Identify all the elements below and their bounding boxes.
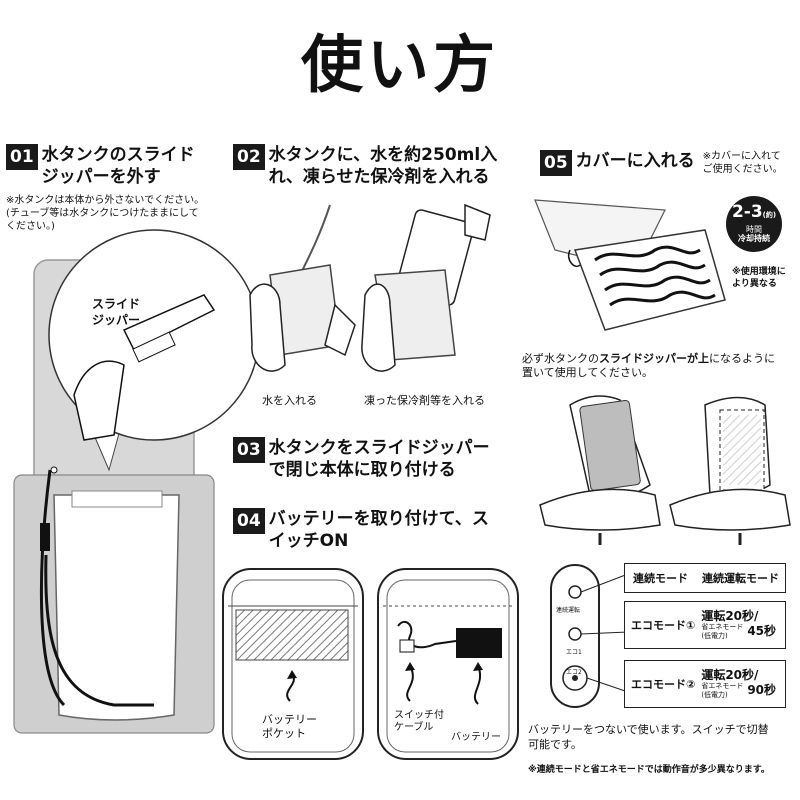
remote-label-continuous: 連続運転 xyxy=(556,607,581,614)
step-note: ※水タンクは本体から外さないでください。 (チューブ等は水タンクにつけたままにし… xyxy=(6,195,205,232)
remote-label-eco1: エコ1 xyxy=(566,649,582,656)
step-04-illustration xyxy=(222,568,519,760)
mode-label: 連続モード xyxy=(633,572,688,585)
badge-label: 冷却持続 xyxy=(738,234,770,243)
step-05-illustration xyxy=(534,199,726,331)
badge-value: 2-3 xyxy=(731,202,763,222)
page-title: 使い方 xyxy=(300,28,499,101)
step-01: 01 水タンクのスライド ジッパーを外す ※水タンクは本体から外さないでください… xyxy=(6,144,236,233)
mode-label: エコモード② xyxy=(631,678,696,691)
step-number: 02 xyxy=(233,144,265,170)
step-number: 05 xyxy=(540,150,572,176)
caption-water: 水を入れる xyxy=(262,394,317,407)
chairs-illustration xyxy=(539,395,791,545)
mode-label: エコモード① xyxy=(631,619,696,632)
sound-note: ※連続モードと省エネモードでは動作音が多少異なります。 xyxy=(528,765,770,775)
step-heading: 水タンクのスライド ジッパーを外す xyxy=(41,145,195,187)
mode-desc: 運転20秒/ 省エネモード (低電力) 90秒 xyxy=(701,667,777,699)
step-01-illustration xyxy=(13,229,260,734)
step-02: 02 水タンクに、水を約250ml入 れ、凍らせた保冷剤を入れる xyxy=(233,144,533,188)
mode-eco-1: エコモード① 運転20秒/ 省エネモード (低電力) 45秒 xyxy=(624,601,786,649)
caption-ice-pack: 凍った保冷剤等を入れる xyxy=(364,394,485,407)
mode-desc: 運転20秒/ 省エネモード (低電力) 45秒 xyxy=(701,608,777,640)
mode-eco-2: エコモード② 運転20秒/ 省エネモード (低電力) 90秒 xyxy=(624,660,786,708)
badge-unit: 時間 xyxy=(746,225,762,234)
remote-label-eco2: エコ2 xyxy=(566,669,582,676)
badge-note: ※使用環境に より異なる xyxy=(732,267,786,289)
zipper-label: スライド ジッパー xyxy=(92,297,141,327)
step-heading: カバーに入れる xyxy=(575,151,695,171)
step-04: 04 バッテリーを取り付けて、ス イッチON xyxy=(233,508,533,552)
step-heading: バッテリーを取り付けて、ス イッチON xyxy=(268,509,489,551)
step-03: 03 水タンクをスライドジッパー で閉じ本体に取り付ける xyxy=(233,437,533,481)
battery-pocket-label: バッテリー ポケット xyxy=(262,713,317,740)
remote-control xyxy=(550,564,629,708)
step-02-illustration xyxy=(249,203,491,372)
step-number: 04 xyxy=(233,508,265,534)
step-05: 05 カバーに入れる ※カバーに入れて ご使用ください。 xyxy=(540,150,800,176)
switch-cable-label: スイッチ付 ケーブル xyxy=(394,710,444,733)
step-note: ※カバーに入れて ご使用ください。 xyxy=(702,151,783,175)
step-number: 01 xyxy=(6,144,38,170)
mode-desc: 連続運転モード xyxy=(702,572,779,585)
step-number: 03 xyxy=(233,437,265,463)
zipper-up-note: 必ず水タンクのスライドジッパーが上になるように 置いて使用してください。 xyxy=(522,352,775,379)
battery-usage-note: バッテリーをつないで使います。スイッチで切替 可能です。 xyxy=(528,723,769,751)
cooling-badge: 2-3(約) 時間 冷却持続 xyxy=(726,196,782,252)
step-heading: 水タンクをスライドジッパー で閉じ本体に取り付ける xyxy=(268,438,490,480)
mode-continuous: 連続モード 連続運転モード xyxy=(624,563,786,593)
step-heading: 水タンクに、水を約250ml入 れ、凍らせた保冷剤を入れる xyxy=(268,145,498,187)
battery-label: バッテリー xyxy=(451,732,501,743)
